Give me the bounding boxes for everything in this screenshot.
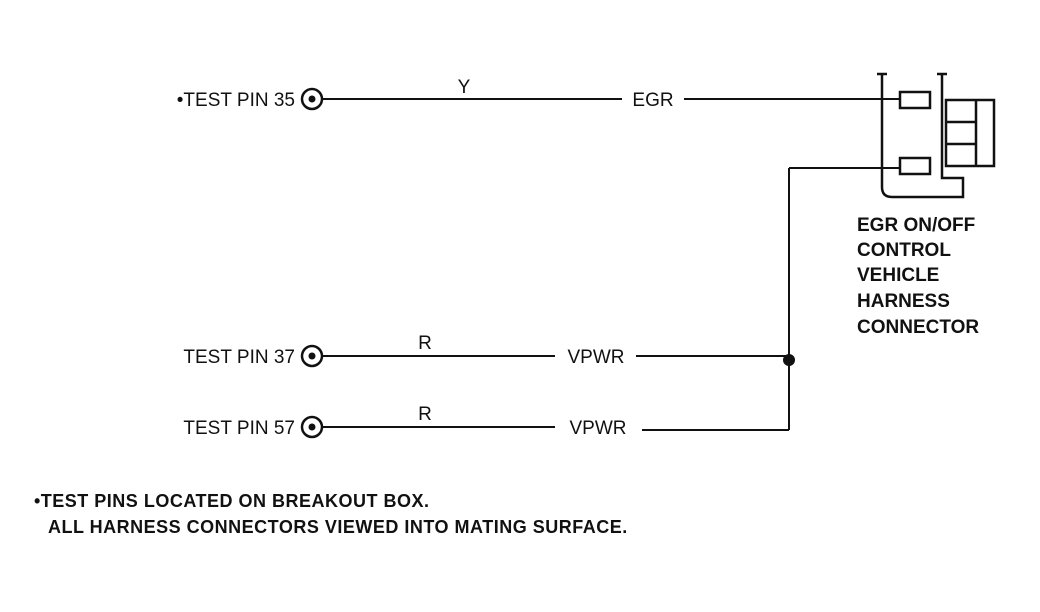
connector-label-line-4: HARNESS xyxy=(857,291,950,312)
connector-label-line-2: CONTROL xyxy=(857,240,951,261)
egr-circuit-label: EGR xyxy=(632,90,673,111)
footnote-mating-surface: ALL HARNESS CONNECTORS VIEWED INTO MATIN… xyxy=(48,517,628,537)
vpwr-57-circuit-label: VPWR xyxy=(570,418,627,439)
test-pin-57-label: TEST PIN 57 xyxy=(183,418,295,439)
connector-label-line-5: CONNECTOR xyxy=(857,317,979,338)
vpwr-37-circuit-label: VPWR xyxy=(568,347,625,368)
egr-harness-connector xyxy=(877,72,996,199)
connector-label-line-3: VEHICLE xyxy=(857,265,939,286)
vpwr-37-wire-color-label: R xyxy=(418,333,432,354)
splice-junction-dot xyxy=(783,354,795,366)
test-pin-57-terminal xyxy=(300,415,324,439)
footnote-breakout-box: •TEST PINS LOCATED ON BREAKOUT BOX. xyxy=(34,491,429,511)
vpwr-57-wire-color-label: R xyxy=(418,404,432,425)
test-pin-35-label: •TEST PIN 35 xyxy=(177,90,295,111)
egr-wire-color-label: Y xyxy=(458,77,471,98)
test-pin-35-terminal xyxy=(300,87,324,111)
connector-label-line-1: EGR ON/OFF xyxy=(857,215,975,236)
vpwr-wire-57 xyxy=(322,426,789,431)
test-pin-37-terminal xyxy=(300,344,324,368)
test-pin-37-label: TEST PIN 37 xyxy=(183,347,295,368)
